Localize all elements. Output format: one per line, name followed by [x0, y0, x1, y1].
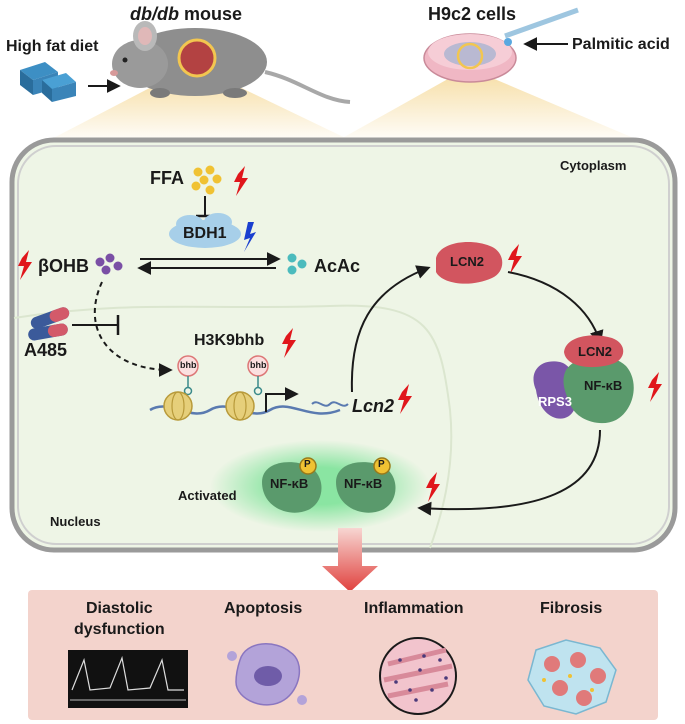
- mouse-label-suffix: mouse: [178, 4, 243, 24]
- nfkb-activated-label-1: NF-κB: [270, 476, 309, 491]
- complex-lcn2-label: LCN2: [578, 344, 612, 359]
- transcription-start-arrow: [265, 387, 299, 412]
- nfkb-activated-label-2: NF-κB: [344, 476, 383, 491]
- ffa-up-arrow: [234, 166, 248, 196]
- mouse-icon: [110, 21, 351, 104]
- outcome-inflammation: Inflammation: [364, 600, 464, 617]
- a485-label: A485: [24, 340, 68, 360]
- bhb-mark-2: [247, 355, 269, 396]
- nfkb-activated-up-arrow: [426, 472, 440, 502]
- nucleus-boundary: [13, 304, 453, 549]
- lcn2-gene-label: Lcn2: [352, 396, 395, 416]
- nucleus-label: Nucleus: [50, 514, 101, 529]
- fibrosis-tissue-image: [527, 639, 617, 715]
- lcn2-translation-arrow: [350, 265, 431, 393]
- acac-label: AcAc: [314, 256, 361, 276]
- nfkb-activated-2: [336, 457, 396, 513]
- a485-inhibitor-icon: [28, 307, 70, 341]
- petri-dish-icon: [423, 7, 579, 83]
- lcn2-mrna: [311, 401, 349, 407]
- ffa-molecules: [191, 165, 222, 195]
- mouse-strain-label: db/db: [130, 4, 179, 24]
- outcome-arrow: [322, 528, 378, 592]
- outcome-diastolic-line1: Diastolic: [86, 600, 153, 617]
- h3k9bhb-up-arrow: [282, 328, 296, 358]
- bhb-mark-1: [177, 355, 199, 396]
- bdh1-enzyme: [169, 213, 241, 248]
- bohb-to-h3k9bhb-dashed-arrow: [93, 281, 173, 377]
- bhb-tag-1: bhb: [180, 360, 197, 370]
- bohb-molecules: [95, 253, 123, 275]
- bhb-tag-2: bhb: [250, 360, 267, 370]
- lcn2-protein-label: LCN2: [450, 254, 484, 269]
- palmitic-acid-label: Palmitic acid: [572, 36, 670, 53]
- h3k9bhb-label: H3K9bhb: [194, 332, 265, 349]
- lcn2-protein-up-arrow: [508, 244, 522, 274]
- inflammation-tissue-image: [379, 637, 457, 715]
- complex-up-arrow: [648, 372, 662, 402]
- outcome-apoptosis: Apoptosis: [224, 600, 303, 617]
- ffa-label: FFA: [150, 168, 184, 188]
- bohb-up-arrow: [18, 250, 32, 280]
- nucleosome-1: [163, 391, 193, 421]
- outcome-diastolic-line2: dysfunction: [74, 621, 165, 638]
- high-fat-diet-icon: [20, 62, 76, 102]
- lcn2-to-complex-arrow: [507, 271, 604, 345]
- mouse-beam: [40, 80, 360, 145]
- acac-molecules: [287, 253, 307, 275]
- complex-nfkb-label: NF-κB: [584, 378, 623, 393]
- lcn2-nfkb-rps3-complex: [533, 335, 634, 424]
- phospho-tag-1: P: [304, 459, 311, 470]
- dish-beam: [330, 75, 650, 145]
- nfkb-activated-1: [262, 457, 322, 513]
- bdh1-down-arrow: [244, 222, 256, 252]
- complex-to-activated-arrow: [417, 429, 601, 516]
- phospho-tag-2: P: [378, 459, 385, 470]
- high-fat-diet-label: High fat diet: [6, 38, 99, 55]
- activated-label: Activated: [178, 488, 237, 503]
- mouse-label: db/db mouse: [130, 4, 242, 25]
- lcn2-gene-up-arrow: [398, 384, 412, 414]
- bohb-label: βOHB: [38, 256, 89, 276]
- cytoplasm-label: Cytoplasm: [560, 158, 627, 173]
- apoptosis-cell-image: [227, 643, 307, 706]
- h9c2-cells-label: H9c2 cells: [428, 4, 517, 24]
- lcn2-protein-icon: [436, 242, 503, 284]
- outcome-fibrosis: Fibrosis: [540, 600, 603, 617]
- complex-rps3-label: RPS3: [538, 394, 572, 409]
- diastolic-echo-image: [68, 650, 188, 708]
- bdh1-label: BDH1: [183, 225, 227, 242]
- nucleosome-2: [225, 391, 255, 421]
